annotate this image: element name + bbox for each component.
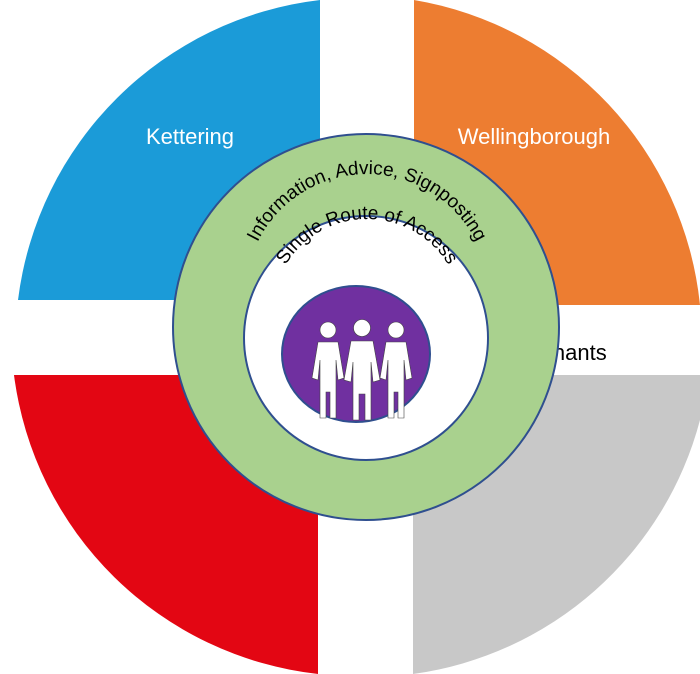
label-wellingborough: Wellingborough (458, 124, 610, 149)
label-kettering: Kettering (146, 124, 234, 149)
people-group-icon (311, 319, 413, 421)
